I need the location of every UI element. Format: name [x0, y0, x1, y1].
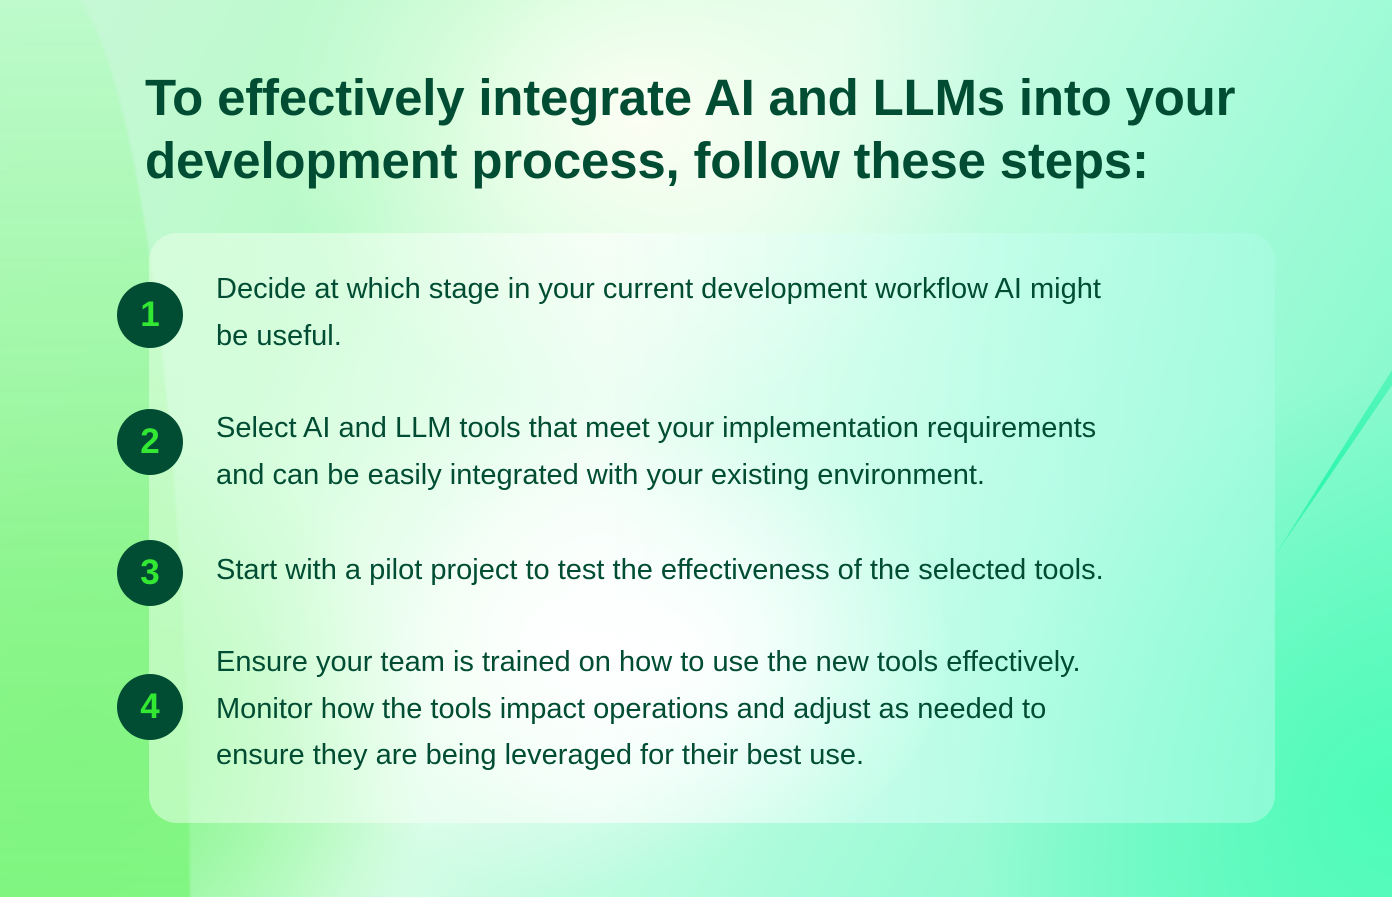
step-text-line: ensure they are being leveraged for thei…: [216, 739, 865, 771]
step-number-badge: 2: [117, 409, 183, 475]
step-text-line: Select AI and LLM tools that meet your i…: [216, 412, 1097, 444]
step-number-badge: 1: [117, 282, 183, 348]
step-item-4: 4 Ensure your team is trained on how to …: [117, 646, 1081, 771]
step-item-2: 2 Select AI and LLM tools that meet your…: [117, 409, 1096, 491]
step-text-line: and can be easily integrated with your e…: [216, 458, 985, 491]
step-text: Start with a pilot project to test the e…: [216, 547, 1206, 594]
step-text-line: Ensure your team is trained on how to us…: [216, 646, 1081, 678]
step-text: Decide at which stage in your current de…: [216, 266, 1206, 359]
step-text-line: Start with a pilot project to test the e…: [216, 554, 1104, 586]
step-item-1: 1 Decide at which stage in your current …: [117, 273, 1101, 352]
step-text-line: Decide at which stage in your current de…: [216, 273, 1101, 305]
step-text-line: Monitor how the tools impact operations …: [216, 692, 1047, 725]
step-text: Select AI and LLM tools that meet your i…: [216, 405, 1206, 498]
step-text-line: be useful.: [216, 319, 342, 352]
step-number-badge: 4: [117, 674, 183, 740]
steps-card: [149, 233, 1275, 823]
page-title: To effectively integrate AI and LLMs int…: [145, 66, 1265, 192]
step-text: Ensure your team is trained on how to us…: [216, 639, 1206, 779]
step-number-badge: 3: [117, 540, 183, 606]
page-title-line-2: development process, follow these steps:: [145, 132, 1149, 189]
step-item-3: 3 Start with a pilot project to test the…: [117, 540, 1104, 606]
page-title-line-1: To effectively integrate AI and LLMs int…: [145, 69, 1236, 126]
